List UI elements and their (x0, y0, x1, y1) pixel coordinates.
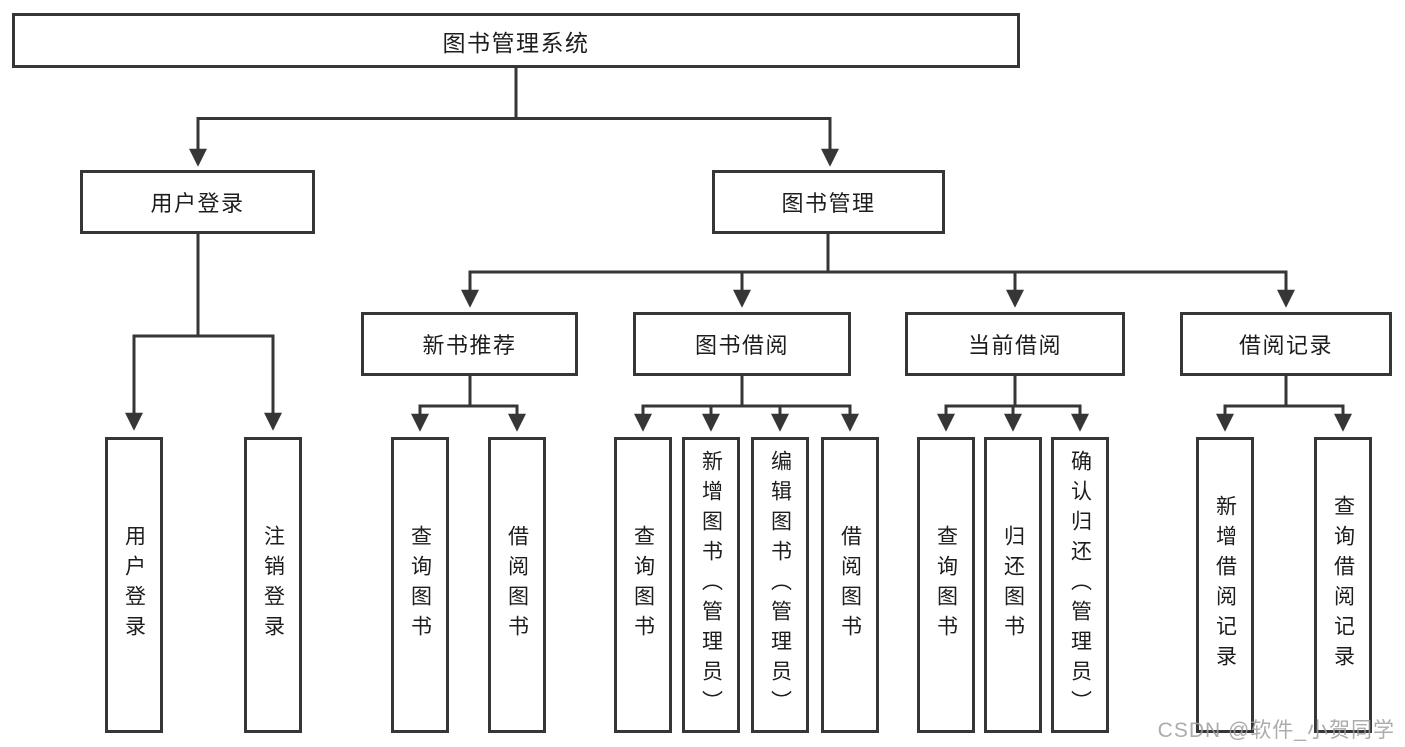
watermark: CSDN @软件_小贺同学 (1157, 719, 1395, 742)
node-user-login-module-label: 用户登录 (150, 191, 245, 216)
node-add-book-admin: 新增图书（管理员） (682, 437, 740, 733)
node-confirm-return-admin-label: 确认归还（管理员） (1068, 450, 1092, 720)
node-return-book: 归还图书 (984, 437, 1042, 733)
node-borrowing-records: 借阅记录 (1180, 312, 1392, 376)
node-confirm-return-admin: 确认归还（管理员） (1051, 437, 1109, 733)
node-add-book-admin-label: 新增图书（管理员） (699, 450, 723, 720)
node-return-book-label: 归还图书 (1001, 525, 1025, 645)
node-add-borrow-record: 新增借阅记录 (1196, 437, 1254, 733)
node-query-books-recommend: 查询图书 (391, 437, 449, 733)
node-add-borrow-record-label: 新增借阅记录 (1213, 495, 1237, 675)
node-query-books-borrow-label: 查询图书 (631, 525, 655, 645)
node-library-system-label: 图书管理系统 (442, 29, 590, 56)
node-borrow-books-action: 借阅图书 (821, 437, 879, 733)
node-borrow-books-action-label: 借阅图书 (838, 525, 862, 645)
node-user-login-action: 用户登录 (105, 437, 163, 733)
node-book-borrowing: 图书借阅 (633, 312, 851, 376)
node-edit-book-admin: 编辑图书（管理员） (751, 437, 809, 733)
node-book-management-label: 图书管理 (781, 191, 876, 216)
node-borrow-books-recommend-label: 借阅图书 (505, 525, 529, 645)
node-query-borrow-record: 查询借阅记录 (1314, 437, 1372, 733)
node-new-book-recommend-label: 新书推荐 (422, 333, 517, 358)
node-query-books-recommend-label: 查询图书 (408, 525, 432, 645)
node-logout-action-label: 注销登录 (261, 525, 285, 645)
node-borrow-books-recommend: 借阅图书 (488, 437, 546, 733)
node-edit-book-admin-label: 编辑图书（管理员） (768, 450, 792, 720)
node-library-system: 图书管理系统 (12, 13, 1020, 68)
node-current-borrowing: 当前借阅 (905, 312, 1125, 376)
node-query-books-borrow: 查询图书 (614, 437, 672, 733)
node-user-login-action-label: 用户登录 (122, 525, 146, 645)
node-borrowing-records-label: 借阅记录 (1238, 333, 1333, 358)
node-new-book-recommend: 新书推荐 (361, 312, 578, 376)
node-user-login-module: 用户登录 (80, 170, 315, 234)
node-query-books-current: 查询图书 (917, 437, 975, 733)
node-current-borrowing-label: 当前借阅 (967, 333, 1062, 358)
node-query-books-current-label: 查询图书 (934, 525, 958, 645)
node-book-borrowing-label: 图书借阅 (694, 333, 789, 358)
node-book-management: 图书管理 (712, 170, 945, 234)
node-logout-action: 注销登录 (244, 437, 302, 733)
node-query-borrow-record-label: 查询借阅记录 (1331, 495, 1355, 675)
